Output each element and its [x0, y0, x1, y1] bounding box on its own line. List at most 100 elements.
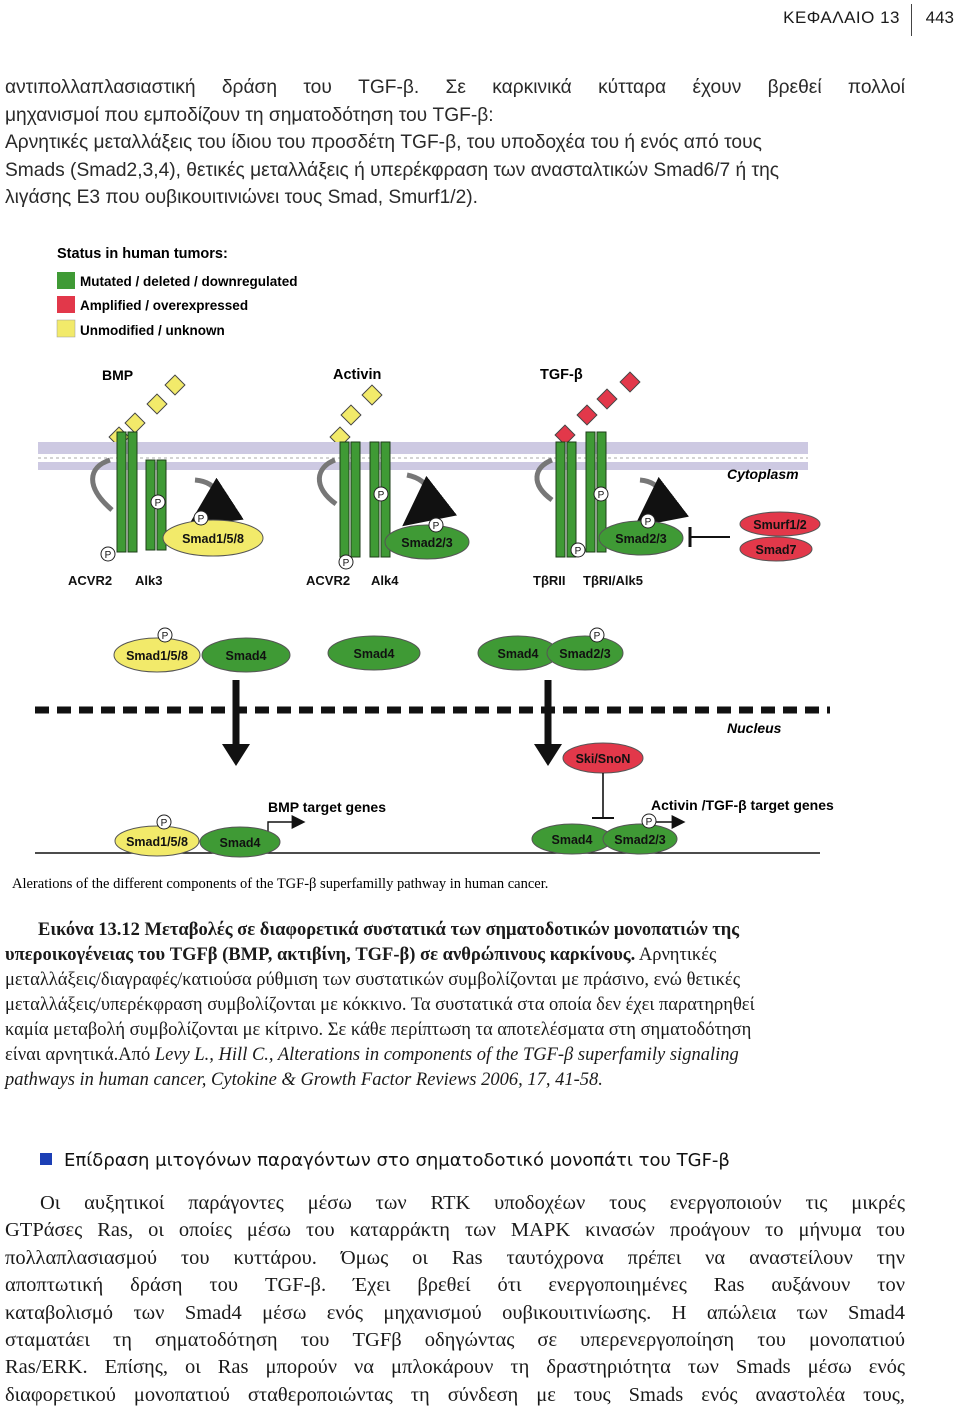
ligand-label-activin: Activin [333, 367, 381, 383]
phospho-label: P [105, 550, 112, 561]
body-line: πολλαπλασιασμού του κυττάρου. Όμως οι Ra… [5, 1246, 905, 1269]
receptor-label-alk3: Alk3 [135, 573, 162, 588]
receptor-label-acvr2: ACVR2 [306, 573, 350, 588]
legend-label-unmodified: Unmodified / unknown [80, 323, 225, 338]
receptor-label-alk4: Alk4 [371, 573, 399, 588]
nuclear-label-smad158: Smad1/5/8 [126, 835, 188, 849]
activation-arrow [316, 457, 338, 507]
cytoplasmic-complexes [113, 635, 624, 673]
nucleus-label: Nucleus [727, 720, 782, 736]
caption-line: Εικόνα 13.12 Μεταβολές σε διαφορετικά συ… [5, 918, 905, 943]
legend-swatch-red [57, 296, 75, 313]
legend-label-mutated: Mutated / deleted / downregulated [80, 274, 298, 289]
phospho-circle [156, 814, 172, 830]
receptor-label-acvr2: ACVR2 [68, 573, 112, 588]
nuclear-label-smad4: Smad4 [552, 833, 593, 847]
activation-arrow [402, 472, 458, 527]
complex-phospho-labels: P P [162, 631, 601, 642]
header-divider [911, 4, 912, 36]
caption-citation: Levy L., Hill C., Alterations in compone… [154, 1045, 739, 1065]
bmp-arrowhead [222, 744, 250, 766]
caption-line: μεταλλάξεις/υπερέκφραση συμβολίζονται με… [5, 995, 755, 1015]
complex-label-smad158: Smad1/5/8 [126, 649, 188, 663]
complex-smad4 [201, 637, 291, 673]
caption-line: pathways in human cancer, Cytokine & Gro… [5, 1068, 905, 1093]
bmp-ligand-diamond [124, 412, 146, 434]
smad-phospho-labels: P P P [198, 514, 652, 532]
legend-swatch-yellow [56, 319, 76, 338]
phospho-circle [150, 494, 166, 510]
tgfb-arrowhead [534, 744, 562, 766]
nuclear-phospho-labels: P P [161, 817, 653, 829]
smad-phospho [193, 510, 656, 533]
body-paragraph: Οι αυξητικοί παράγοντες μέσω των RTK υπο… [5, 1190, 905, 1409]
section-title: Επίδραση μιτογόνων παραγόντων στο σηματο… [64, 1150, 730, 1171]
phospho-circle [157, 627, 173, 643]
bmp-ligand-diamond [146, 393, 168, 415]
receptor-label-tbri: TβRI/Alk5 [583, 573, 643, 588]
figure-source-caption: Alerations of the different components o… [12, 876, 548, 892]
legend-swatch-green [57, 272, 75, 289]
smurf-ellipse [739, 511, 821, 537]
phospho-circle [593, 486, 609, 502]
complex-smad23 [546, 635, 624, 671]
caption-title: Εικόνα 13.12 Μεταβολές σε διαφορετικά συ… [38, 920, 740, 940]
activin-target-genes-label: Activin /TGF-β target genes [651, 797, 834, 813]
phospho-label: P [162, 631, 169, 642]
receptor-tbrii [555, 441, 566, 558]
phospho-circle [338, 554, 354, 570]
body-line: καταβολισμό των Smad4 μέσω ενός μηχανισμ… [5, 1301, 905, 1324]
intro-line: λιγάσης E3 που ουβικουιτινιώνει τους Sma… [5, 187, 478, 208]
phospho-label: P [343, 558, 350, 569]
phospho-label: P [155, 498, 162, 509]
receptor-label-tbrii: TβRII [533, 573, 566, 588]
complex-label-smad4: Smad4 [498, 647, 539, 661]
complex-label-smad4: Smad4 [354, 647, 395, 661]
intro-paragraph: αντιπολλαπλασιαστική δράση του TGF-β. Σε… [5, 74, 905, 212]
bmp-target-genes-label: BMP target genes [268, 799, 386, 815]
body-line: σταματάει τη σηματοδότηση του TGFβ οδηγώ… [5, 1329, 905, 1352]
membrane-top [38, 442, 808, 454]
phospho-circle [641, 813, 657, 829]
activin-ligand-diamonds [329, 384, 383, 448]
nuclear-smad23 [602, 823, 678, 855]
activation-arrow [634, 476, 690, 528]
phospho-label: P [161, 818, 168, 829]
legend-title: Status in human tumors: [57, 246, 228, 262]
intro-line: Αρνητικές μεταλλάξεις του ίδιου του προσ… [5, 132, 762, 153]
cell-membrane [38, 442, 808, 470]
receptor-acvr2-bmp [116, 431, 127, 553]
tgfb-ligand-diamond [554, 424, 576, 446]
smad158-receptor [162, 519, 264, 557]
nuclear-smad158 [114, 825, 200, 857]
caption-line: καμία μεταβολή συμβολίζονται με κίτρινο.… [5, 1020, 752, 1040]
nuclear-complex-labels: Smad1/5/8 Smad4 Smad4 Smad2/3 [126, 833, 666, 850]
membrane-bottom [38, 462, 808, 470]
receptor-tbrii [566, 441, 577, 558]
receptor-acvr2-activin [339, 441, 350, 558]
legend-label-amplified: Amplified / overexpressed [80, 298, 248, 313]
nuclear-label-smad4: Smad4 [220, 836, 261, 850]
phospho-circle [373, 486, 389, 502]
section-heading: Επίδραση μιτογόνων παραγόντων στο σηματο… [40, 1150, 730, 1171]
tgfb-ligand-diamond [596, 388, 618, 410]
ski-snon-label: Ski/SnoN [576, 752, 631, 766]
phospho-label: P [594, 631, 601, 642]
body-line: Ras/ERK. Επίσης, οι Ras μπορούν να μπλοκ… [5, 1356, 905, 1379]
receptor-smads [162, 519, 684, 560]
phospho-label: P [575, 546, 582, 557]
caption-line: είναι αρνητικά.Από Levy L., Hill C., Alt… [5, 1043, 905, 1068]
receptor-phospho-labels: P P P P P P [105, 490, 605, 569]
nuclear-smad4 [199, 826, 281, 858]
caption-line: υπεροικογένειας του TGFβ (BMP, ακτιβίνη,… [5, 943, 905, 968]
intro-line: αντιπολλαπλασιαστική δράση του TGF-β. Σε… [5, 77, 905, 98]
figure-caption: Εικόνα 13.12 Μεταβολές σε διαφορετικά συ… [5, 918, 905, 1093]
ligand-label-bmp: BMP [102, 367, 133, 383]
phospho-circle [428, 517, 444, 533]
caption-citation: pathways in human cancer, Cytokine & Gro… [5, 1070, 603, 1090]
phospho-circle [570, 542, 586, 558]
phospho-label: P [378, 490, 385, 501]
activation-arrow [188, 477, 244, 526]
activin-ligand-diamond [340, 404, 362, 426]
receptor-acvr2-bmp [127, 431, 138, 553]
